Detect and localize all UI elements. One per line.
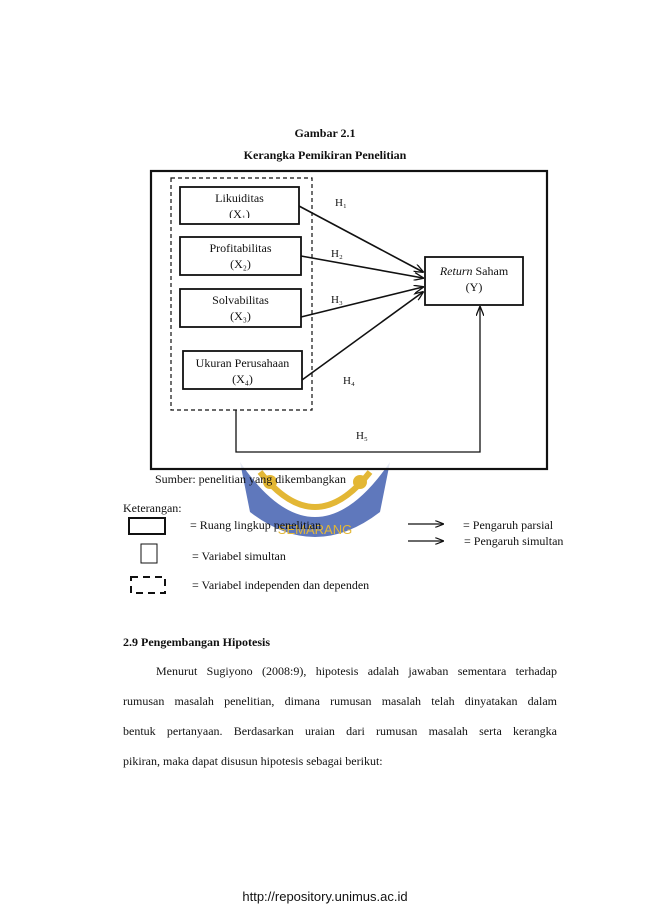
legend-scope-symbol bbox=[128, 517, 166, 535]
figure-title: Kerangka Pemikiran Penelitian bbox=[243, 148, 407, 162]
label-h1: H₁ bbox=[335, 197, 347, 209]
figure-source: Sumber: penelitian yang dikembangkan bbox=[155, 472, 346, 486]
section-heading: 2.9 Pengembangan Hipotesis bbox=[123, 635, 271, 649]
legend-pengaruh-parsial-label: = Pengaruh parsial bbox=[463, 518, 554, 532]
legend-symbols bbox=[128, 517, 650, 594]
arrow-h3 bbox=[300, 287, 423, 318]
figure-number: Gambar 2.1 bbox=[294, 126, 356, 140]
legend-simultaneous-symbol bbox=[140, 543, 158, 564]
label-return-saham: Return Saham (Y) bbox=[439, 264, 509, 294]
legend-dashed-symbol bbox=[130, 576, 166, 594]
paragraph-line-4: pikiran, maka dapat disusun hipotesis se… bbox=[123, 754, 383, 768]
label-likuiditas: Likuiditas(X₁) bbox=[215, 191, 264, 218]
box-solvabilitas bbox=[179, 288, 302, 328]
arrow-h4 bbox=[301, 292, 423, 381]
box-return-saham bbox=[424, 256, 524, 306]
paragraph-line-1: Menurut Sugiyono (2008:9), hipotesis ada… bbox=[156, 664, 557, 678]
arrow-h5-simultaneous bbox=[235, 307, 480, 453]
label-profitabilitas: Profitabilitas(X₂) bbox=[209, 241, 272, 271]
label-solvabilitas: Solvabilitas(X₃) bbox=[212, 293, 269, 323]
label-h5: H₅ bbox=[356, 430, 368, 442]
arrow-h1 bbox=[298, 205, 423, 272]
legend-heading: Keterangan: bbox=[123, 501, 182, 515]
legend-variabel-simultan-label: = Variabel simultan bbox=[192, 549, 286, 563]
box-likuiditas bbox=[179, 186, 300, 225]
box-ukuran-perusahaan bbox=[182, 350, 303, 390]
watermark-text: SEMARANG bbox=[278, 522, 352, 537]
framework-diagram bbox=[149, 169, 549, 471]
label-h4: H₄ bbox=[343, 375, 355, 387]
legend-variabel-indep-label: = Variabel independen dan dependen bbox=[192, 578, 370, 592]
label-h3: H₃ bbox=[331, 294, 343, 306]
paragraph-line-3: bentuk pertanyaan. Berdasarkan uraian da… bbox=[123, 724, 557, 738]
footer-url[interactable]: http://repository.unimus.ac.id bbox=[242, 889, 408, 904]
label-h2: H₂ bbox=[331, 248, 343, 260]
legend-pengaruh-simultan-label: = Pengaruh simultan bbox=[464, 534, 564, 548]
paragraph-line-2: rumusan masalah penelitian, dimana rumus… bbox=[123, 694, 557, 708]
arrow-h2 bbox=[300, 255, 423, 278]
independent-variables-group bbox=[170, 177, 313, 411]
label-ukuran-perusahaan: Ukuran Perusahaan(X₄) bbox=[195, 356, 290, 386]
legend-ruang-label: = Ruang lingkup penelitian bbox=[190, 518, 322, 532]
university-seal-watermark: SEMARANG bbox=[240, 462, 390, 537]
